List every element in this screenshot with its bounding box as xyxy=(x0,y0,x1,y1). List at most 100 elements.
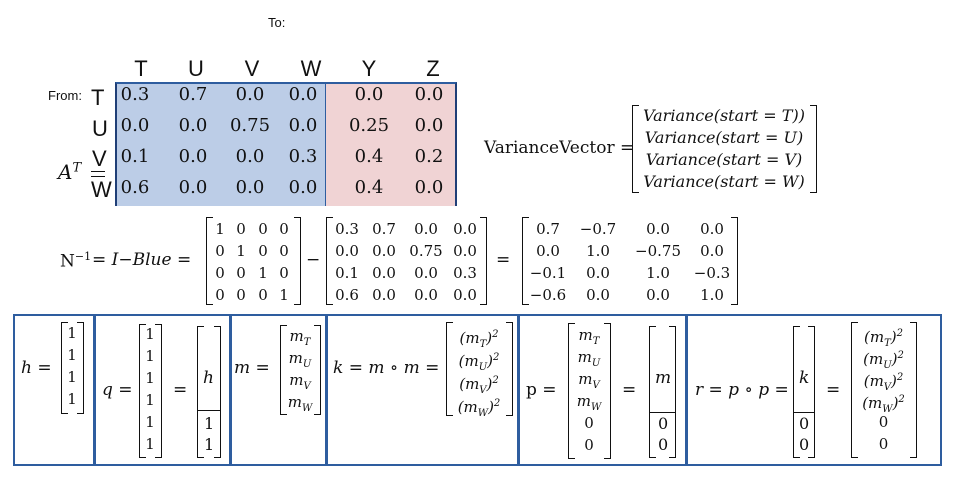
row-header-v: V xyxy=(92,146,107,171)
divider-4 xyxy=(517,314,520,466)
matrix-cell: 0.4 xyxy=(354,146,384,167)
matrix-entry: 1.0 xyxy=(586,242,610,260)
variance-bracket-right xyxy=(810,105,817,193)
vector-entry: (mT)2 xyxy=(459,329,499,350)
q-bracket-left xyxy=(139,324,146,458)
variance-entry-u: Variance(start = U) xyxy=(644,128,804,147)
vector-entry: mV xyxy=(289,371,311,392)
matrix-entry: 0.3 xyxy=(453,264,477,282)
matrix-cell: 0.0 xyxy=(288,177,318,198)
matrix-entry: −0.6 xyxy=(529,286,567,304)
matrix-cell: 0.0 xyxy=(288,84,318,105)
vector-entry: mV xyxy=(578,370,600,391)
matrix-entry: 0 xyxy=(215,264,225,282)
matrix-entry: 0 xyxy=(258,220,268,238)
q-block-top: h xyxy=(203,368,214,388)
matrix-cell: 0.25 xyxy=(348,115,390,136)
matrix-cell: 0.3 xyxy=(288,146,318,167)
k-bracket-right xyxy=(506,322,513,416)
matrix-cell: 0.0 xyxy=(414,84,444,105)
vector-entry: 1 xyxy=(67,368,77,386)
k-vector: (mT)2(mU)2(mV)2(mW)2 xyxy=(450,323,508,419)
row-header-w: W xyxy=(91,177,112,202)
q-block-bottom-1: 1 xyxy=(204,414,215,433)
variance-entries: Variance(start = T)) Variance(start = U)… xyxy=(638,105,810,193)
matrix-cell: 0.7 xyxy=(178,84,208,105)
matrix-entry: 0.0 xyxy=(414,286,438,304)
ninv-n: N xyxy=(60,251,75,272)
col-header-y: Y xyxy=(361,56,377,81)
matrix-entry: 1 xyxy=(215,220,225,238)
matrix-cell: 0.3 xyxy=(120,84,150,105)
matrix-entry: −0.1 xyxy=(529,264,567,282)
from-label: From: xyxy=(48,88,82,103)
vector-entry: mW xyxy=(576,392,602,413)
matrix-entry: 0 xyxy=(236,220,246,238)
r-block-divider xyxy=(794,412,814,413)
col-header-z: Z xyxy=(426,56,440,81)
h-label: h = xyxy=(21,358,52,378)
m-bracket-left xyxy=(280,325,287,415)
matrix-entry: −0.3 xyxy=(693,264,731,282)
matrix-entry: 0 xyxy=(236,264,246,282)
to-label: To: xyxy=(268,15,286,30)
vector-entry: 1 xyxy=(145,413,155,431)
r-label: r = p ∘ p = xyxy=(695,380,789,400)
p-block-bottom-1: 0 xyxy=(658,414,669,433)
variance-entry-v: Variance(start = V) xyxy=(645,150,803,169)
matrix-entry: 0.0 xyxy=(646,286,670,304)
divider-2 xyxy=(229,314,232,466)
blue-bracket-right xyxy=(480,217,487,305)
vector-entry: (mV)2 xyxy=(459,375,499,396)
matrix-entry: 0.7 xyxy=(536,220,560,238)
q-block-bracket-left xyxy=(197,326,204,458)
variance-entry-t: Variance(start = T)) xyxy=(643,106,805,125)
m-bracket-right xyxy=(314,325,321,415)
p-block-divider xyxy=(650,412,676,413)
matrix-entry: 1 xyxy=(236,242,246,260)
q-block-bottom-2: 1 xyxy=(204,435,215,454)
matrix-border xyxy=(115,82,457,206)
matrix-entry: 0.0 xyxy=(372,242,396,260)
matrix-entry: 0.6 xyxy=(335,286,359,304)
matrix-entry: 0 xyxy=(215,242,225,260)
matrix-entry: 0 xyxy=(215,286,225,304)
vector-entry: 1 xyxy=(67,324,77,342)
vector-entry: 0 xyxy=(584,414,594,432)
vector-entry: 1 xyxy=(145,325,155,343)
matrix-entry: 0.0 xyxy=(453,286,477,304)
matrix-entry: 0.75 xyxy=(409,242,443,260)
col-header-t: T xyxy=(134,56,148,81)
matrix-cell: 0.0 xyxy=(178,177,208,198)
vector-entry: (mU)2 xyxy=(458,352,500,373)
matrix-cell: 0.1 xyxy=(120,146,150,167)
matrix-entry: 1 xyxy=(279,286,289,304)
matrix-entry: 1.0 xyxy=(646,264,670,282)
matrix-entry: 0.3 xyxy=(335,220,359,238)
blue-bracket-left xyxy=(326,217,333,305)
matrix-entry: 0.0 xyxy=(586,286,610,304)
matrix-entry: 0 xyxy=(279,242,289,260)
vector-entry: (mW)2 xyxy=(862,394,905,415)
matrix-entry: 0.0 xyxy=(453,242,477,260)
result-bracket-right xyxy=(731,217,738,305)
col-header-u: U xyxy=(188,56,204,81)
matrix-entry: −0.75 xyxy=(635,242,681,260)
matrix-entry: 0.0 xyxy=(453,220,477,238)
vector-entry: 1 xyxy=(145,435,155,453)
matrix-cell: 0.0 xyxy=(354,84,384,105)
